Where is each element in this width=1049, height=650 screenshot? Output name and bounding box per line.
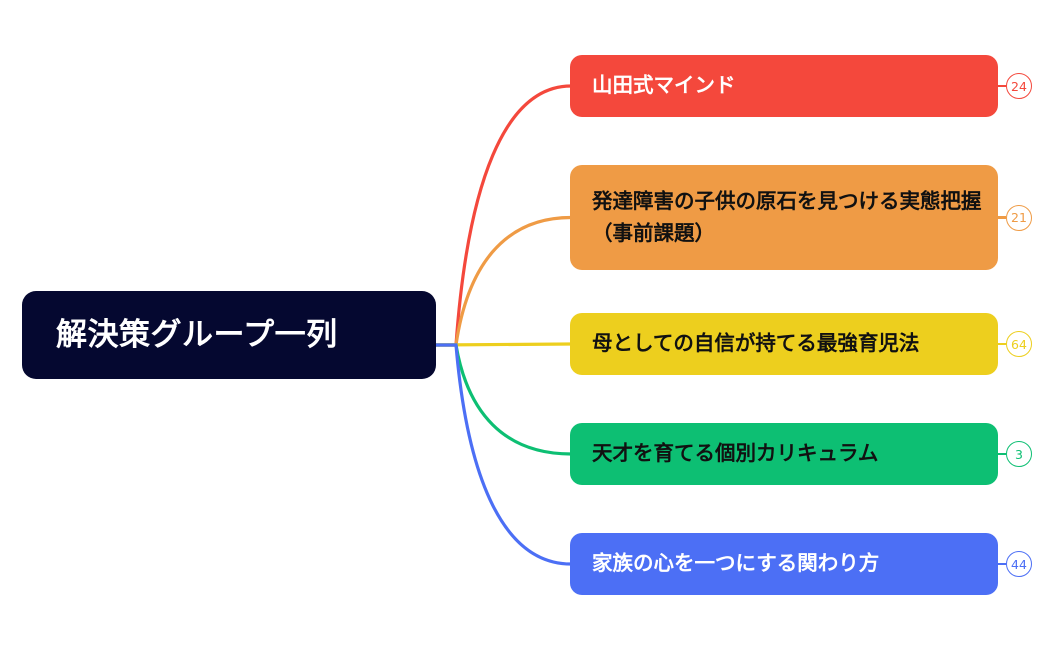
node-count-badge[interactable]: 21: [1006, 204, 1032, 231]
child-node[interactable]: 山田式マインド: [570, 55, 998, 117]
node-count-badge[interactable]: 24: [1006, 73, 1032, 99]
connector-path: [434, 84, 573, 347]
badge-connector: [996, 216, 1006, 219]
badge-connector: [996, 452, 1006, 456]
node-count-badge-value: 44: [1011, 556, 1027, 572]
node-count-badge[interactable]: 64: [1006, 331, 1032, 357]
badge-connector: [996, 84, 1006, 88]
node-count-badge-value: 64: [1011, 336, 1027, 352]
child-node-label: 天才を育てる個別カリキュラム: [592, 441, 879, 466]
connector-path: [434, 342, 573, 347]
connector-path: [434, 215, 573, 347]
node-count-badge-value: 21: [1011, 210, 1027, 225]
child-node[interactable]: 母としての自信が持てる最強育児法: [570, 313, 998, 375]
child-node[interactable]: 家族の心を一つにする関わり方: [570, 533, 998, 595]
child-node-label: 山田式マインド: [592, 73, 736, 98]
badge-connector: [996, 342, 1006, 346]
root-node[interactable]: 解決策グループ一列: [22, 291, 436, 379]
connector-path: [434, 343, 573, 456]
node-count-badge-value: 24: [1011, 78, 1027, 94]
connector-path: [434, 343, 573, 566]
node-count-badge[interactable]: 44: [1006, 551, 1032, 577]
child-node-label: 発達障害の子供の原石を見つける実態把握（事前課題）: [592, 188, 982, 245]
node-count-badge-value: 3: [1015, 446, 1023, 462]
child-node-label: 母としての自信が持てる最強育児法: [592, 331, 920, 356]
child-node[interactable]: 天才を育てる個別カリキュラム: [570, 423, 998, 485]
child-node[interactable]: 発達障害の子供の原石を見つける実態把握（事前課題）: [570, 165, 998, 270]
node-count-badge[interactable]: 3: [1006, 441, 1032, 467]
root-node-label: 解決策グループ一列: [56, 316, 338, 353]
child-node-label: 家族の心を一つにする関わり方: [592, 551, 880, 576]
badge-connector: [996, 562, 1006, 566]
